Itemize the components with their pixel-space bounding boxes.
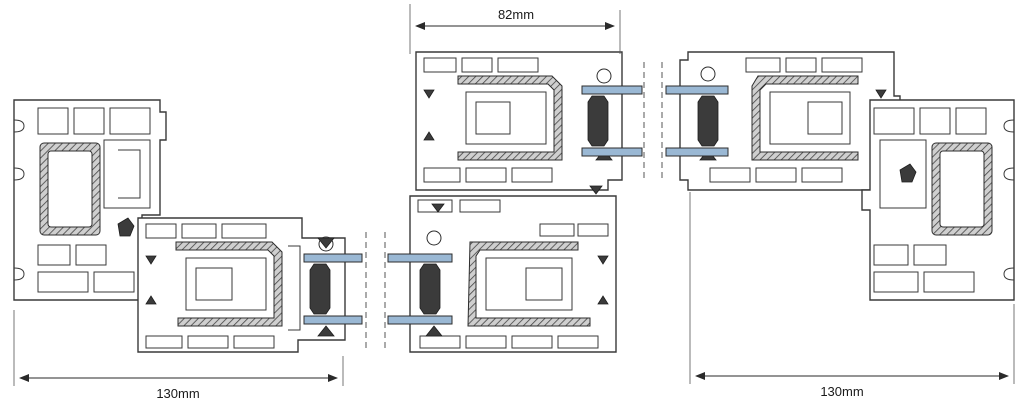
dimension-left: 130mm (13, 310, 344, 401)
dimension-right-label: 130mm (820, 384, 863, 399)
right-sash-profile (665, 51, 901, 191)
dimension-left-label: 130mm (156, 386, 199, 401)
right-frame-profile (861, 99, 1015, 301)
dimension-center: 82mm (409, 4, 621, 54)
glass-break-lines (365, 62, 663, 352)
left-frame-profile (13, 99, 167, 301)
dimension-right: 130mm (689, 192, 1015, 399)
center-lower-sash-profile (387, 185, 617, 353)
left-sash-profile (137, 217, 363, 353)
dimension-center-label: 82mm (498, 7, 534, 22)
center-upper-sash-profile (415, 51, 643, 191)
